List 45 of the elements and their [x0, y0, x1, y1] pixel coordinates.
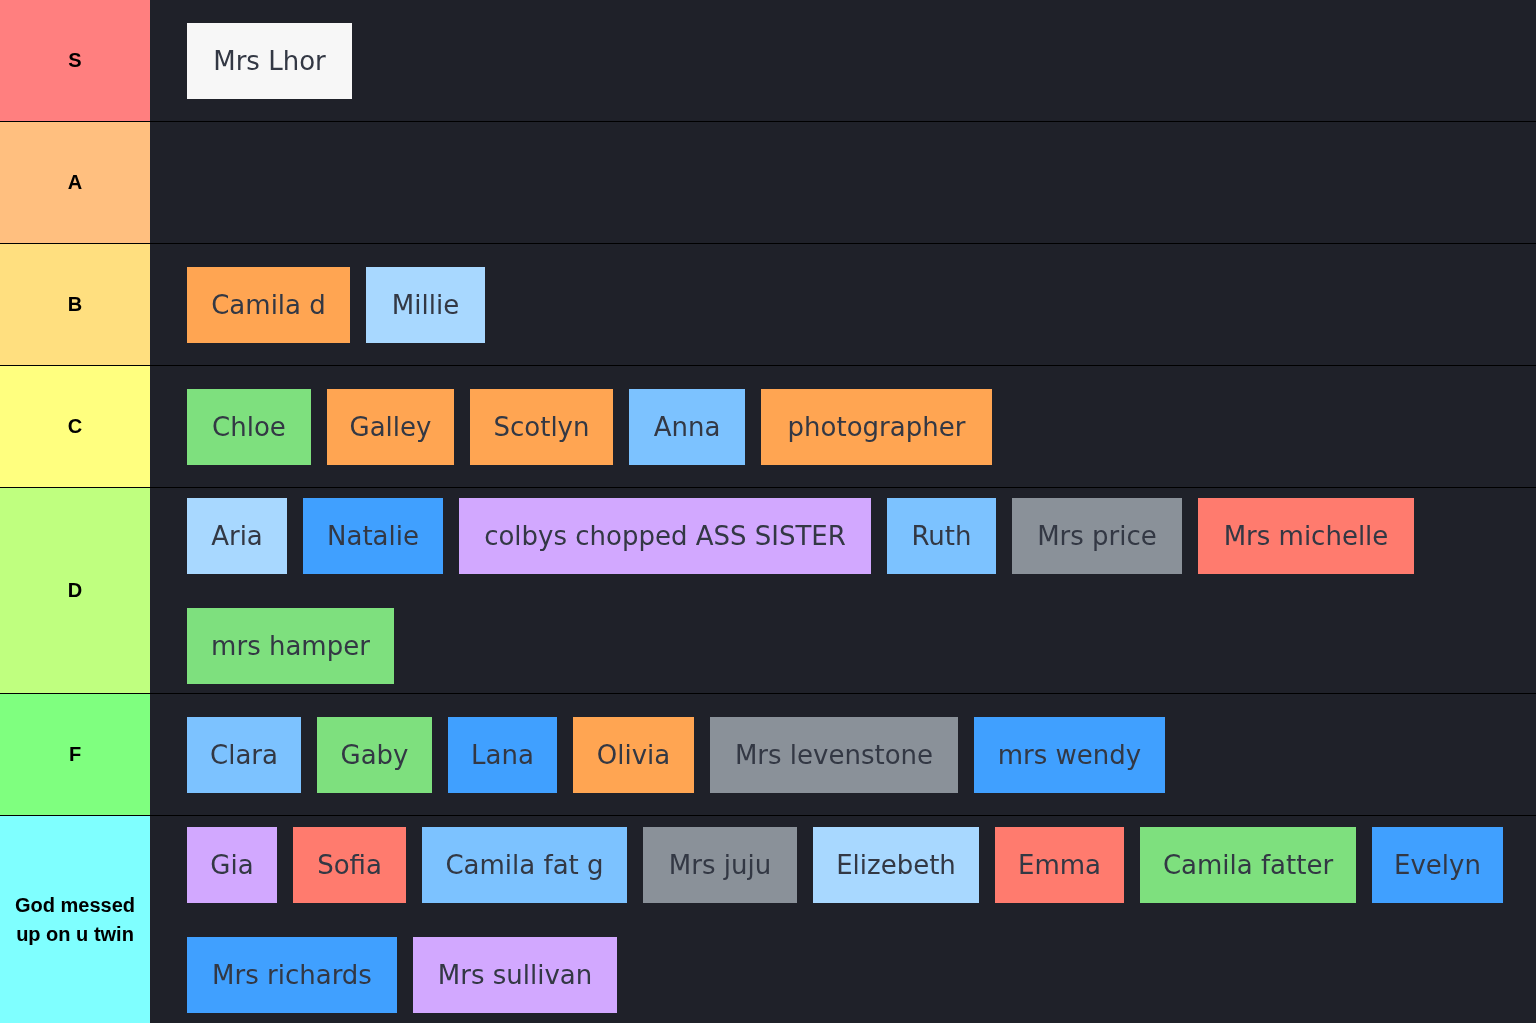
tier-row [0, 816, 1536, 1023]
tier-label: A [0, 122, 150, 243]
tier-label: B [0, 244, 150, 365]
tier-label: S [0, 0, 150, 121]
tier-label: F [0, 694, 150, 815]
name-tile: mrs hamper [187, 607, 394, 684]
name-tile: Evelyn [1372, 826, 1503, 903]
name-tile: mrs wendy [974, 716, 1165, 793]
name-tile: Mrs price [1012, 497, 1182, 574]
name-tile: Clara [187, 716, 301, 793]
tier-row [0, 0, 1536, 121]
tier-label: D [0, 488, 150, 693]
name-tile: Mrs juju [643, 826, 797, 903]
name-tile: Galley [327, 388, 454, 465]
tier-row [0, 122, 1536, 243]
name-tile: Scotlyn [470, 388, 613, 465]
name-tile: Chloe [187, 388, 311, 465]
name-tile: Mrs levenstone [710, 716, 958, 793]
name-tile: Gaby [317, 716, 432, 793]
name-tile: Natalie [303, 497, 443, 574]
tier-label: God messed up on u twin [0, 816, 150, 1023]
tier-row [0, 488, 1536, 693]
name-tile: Camila fat g [422, 826, 627, 903]
tier-label: C [0, 366, 150, 487]
name-tile: Sofia [293, 826, 406, 903]
tier-row [0, 366, 1536, 487]
name-tile: colbys chopped ASS SISTER [459, 497, 871, 574]
name-tile: Millie [366, 266, 485, 343]
name-tile: Mrs sullivan [413, 936, 617, 1013]
name-tile: Lana [448, 716, 557, 793]
name-tile: Olivia [573, 716, 694, 793]
name-tile: Camila fatter [1140, 826, 1356, 903]
name-tile: Mrs michelle [1198, 497, 1414, 574]
name-tile: Mrs richards [187, 936, 397, 1013]
name-tile: Gia [187, 826, 277, 903]
name-tile: Ruth [887, 497, 996, 574]
name-tile: Camila d [187, 266, 350, 343]
tier-row [0, 244, 1536, 365]
name-tile: Elizebeth [813, 826, 979, 903]
name-tile: Emma [995, 826, 1124, 903]
tier-row [0, 694, 1536, 815]
name-tile: photographer [761, 388, 992, 465]
name-tile: Mrs Lhor [187, 22, 352, 99]
name-tile: Aria [187, 497, 287, 574]
name-tile: Anna [629, 388, 745, 465]
